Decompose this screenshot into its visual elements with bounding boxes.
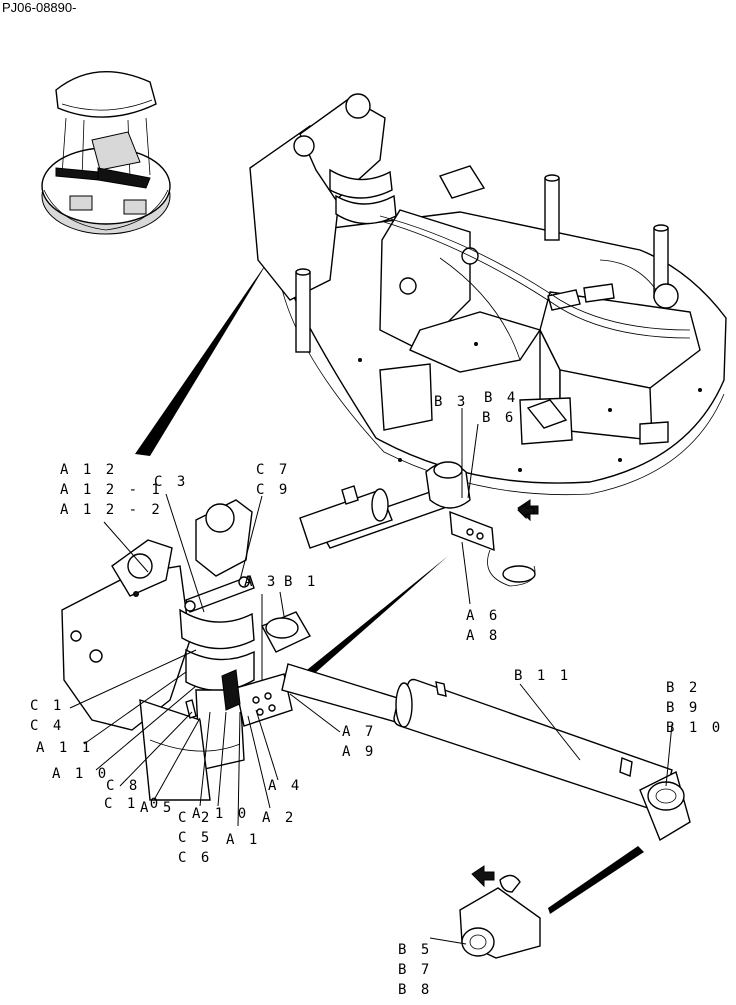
callout-b2: B 2 [666,680,700,696]
callout-b1: B 1 [284,574,318,590]
callout-b11: B 1 1 [514,668,571,684]
callout-c6: C 6 [178,850,212,866]
callout-a3: A 3 [244,574,278,590]
callout-a2: A 2 [262,810,296,826]
callout-c2: C 2 [178,810,212,826]
callout-b7: B 7 [398,962,432,978]
callout-a4: A 4 [268,778,302,794]
upper-cylinder-end-illustration [299,461,539,587]
leader-lines [69,408,673,945]
callout-b3: B 3 [434,394,468,410]
drawing-code: PJ06-08890- [2,0,77,15]
cylinder-leader-thick [292,556,448,688]
callout-c1: C 1 [30,698,64,714]
callout-a11: A 1 1 [36,740,93,756]
callout-a1: A 1 [226,832,260,848]
callout-c8: C 8 [106,778,140,794]
direction-arrow-icon [517,503,535,520]
callout-c10: C 1 0 [104,796,161,812]
callout-c5: C 5 [178,830,212,846]
callout-c9: C 9 [256,482,290,498]
callout-a10: A 1 0 [52,766,109,782]
cylinder-illustration [281,663,691,842]
callout-c3: C 3 [154,474,188,490]
callout-a5: A 5 [140,800,174,816]
detail-leader-thick [135,258,270,456]
callout-a8: A 8 [466,628,500,644]
callout-b8: B 8 [398,982,432,998]
rod-leader-thick [548,846,644,914]
callout-c4: C 4 [30,718,64,734]
callout-a1-0: A 1 0 [192,806,249,822]
callout-a12-1: A 1 2 - 1 [60,482,163,498]
callout-b5: B 5 [398,942,432,958]
swing-bracket-illustration [61,499,311,801]
callout-a7: A 7 [342,724,376,740]
rod-end-detail-illustration [459,865,541,959]
revolving-frame-illustration [249,93,727,496]
callout-b9: B 9 [666,700,700,716]
callout-b6: B 6 [482,410,516,426]
callout-a12: A 1 2 [60,462,117,478]
callout-a9: A 9 [342,744,376,760]
callout-a6: A 6 [466,608,500,624]
machine-overview-illustration [41,71,171,235]
callout-b10: B 1 0 [666,720,723,736]
callout-b4: B 4 [484,390,518,406]
callout-a12-2: A 1 2 - 2 [60,502,163,518]
callout-c7: C 7 [256,462,290,478]
